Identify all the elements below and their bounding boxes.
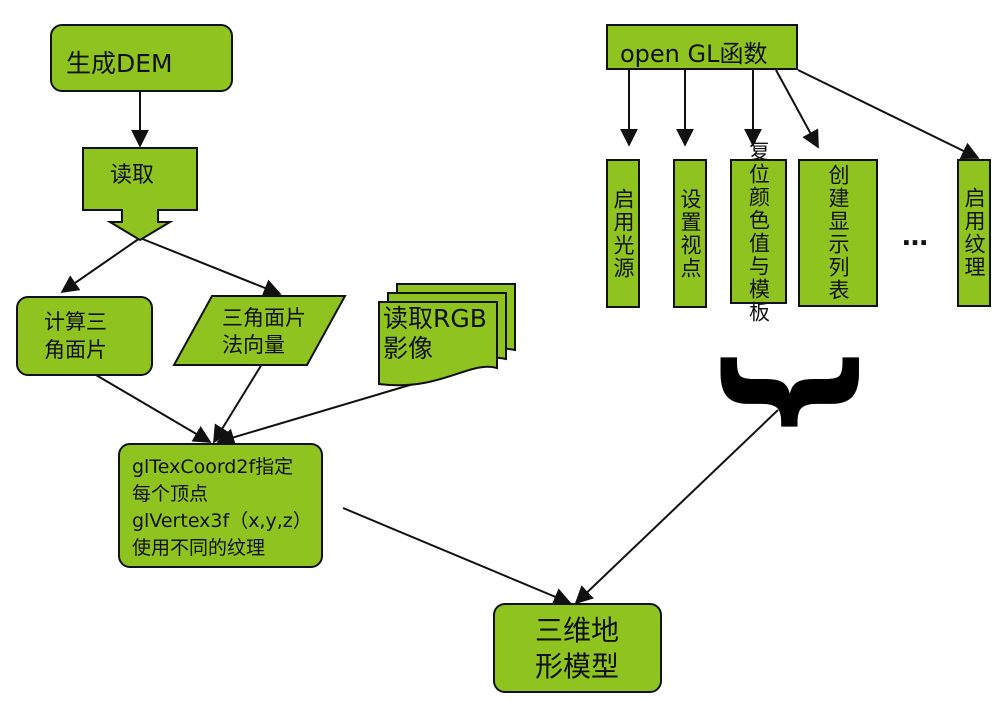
arrow-gl-to-displaylist <box>775 69 819 149</box>
opengl-item-reset: 复位颜色值与模板 <box>730 140 787 324</box>
arrow-read-to-normals <box>139 237 282 297</box>
generate-dem-node: 生成DEM <box>50 24 233 92</box>
curly-brace-glyph: } <box>709 339 883 446</box>
read-block-shape <box>82 147 198 242</box>
compute-triangles-label: 计算三 角面片 <box>44 310 107 362</box>
read-rgb-label: 读取RGB 影像 <box>383 304 487 363</box>
read-label: 读取 <box>110 163 155 188</box>
generate-dem-label: 生成DEM <box>66 49 173 78</box>
opengl-header-label: open GL函数 <box>620 40 768 68</box>
arrow-rgb-to-texture <box>216 381 421 447</box>
arrow-compute-to-texture <box>95 374 212 443</box>
compute-triangles-node: 计算三 角面片 <box>16 296 153 376</box>
opengl-item-texture: 启用纹理 <box>957 159 991 307</box>
arrow-gl-to-texture <box>797 69 980 159</box>
opengl-item-viewpoint: 设置视点 <box>673 159 707 308</box>
opengl-item-light: 启用光源 <box>606 159 640 308</box>
opengl-header-node: open GL函数 <box>606 24 798 70</box>
opengl-item-viewpoint-label: 设置视点 <box>678 187 702 280</box>
opengl-item-displaylist-label: 创建显示列表 <box>826 164 850 302</box>
rgb-document-stack <box>378 283 516 387</box>
terrain-model-label: 三维地 形模型 <box>535 614 620 683</box>
texture-spec-label: glTexCoord2f指定 每个顶点 glVertex3f（x,y,z） 使用… <box>132 456 312 559</box>
opengl-item-texture-label: 启用纹理 <box>962 187 986 279</box>
texture-spec-node: glTexCoord2f指定 每个顶点 glVertex3f（x,y,z） 使用… <box>118 443 323 568</box>
opengl-item-reset-label: 复位颜色值与模板 <box>746 139 771 324</box>
arrow-texture-to-model <box>342 507 572 606</box>
arrow-read-to-compute <box>60 237 141 294</box>
ellipsis: … <box>902 222 928 252</box>
triangle-normals-label: 三角面片 法向量 <box>222 306 306 357</box>
arrow-brace-to-model <box>574 409 779 605</box>
normals-parallelogram-shape <box>172 295 347 366</box>
opengl-item-light-label: 启用光源 <box>611 187 635 280</box>
opengl-item-displaylist: 创建显示列表 <box>798 159 878 307</box>
terrain-model-node: 三维地 形模型 <box>493 603 662 693</box>
